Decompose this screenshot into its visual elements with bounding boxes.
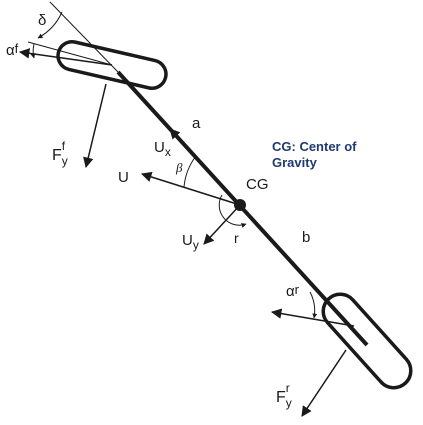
beta-arc: [183, 155, 197, 188]
rear-lateral-force-arrow: [301, 349, 347, 417]
rear-wheel: [321, 292, 413, 390]
dimension-b-label: b: [302, 229, 310, 246]
cg-annotation-line2: Gravity: [272, 155, 318, 170]
u-label: U: [118, 169, 129, 186]
fyr-label: Fyr: [276, 381, 292, 410]
delta-arc: [37, 11, 63, 39]
beta-label: β: [175, 160, 183, 175]
ux-arrow: [169, 128, 241, 206]
u-arrow: [140, 171, 241, 206]
uy-arrow: [203, 204, 241, 245]
rear-velocity-line: [270, 308, 355, 327]
alpha-r-label: αr: [286, 282, 300, 300]
cg-label: CG: [246, 176, 269, 193]
front-wheel-heading-line: [27, 41, 113, 66]
dimension-a-label: a: [192, 115, 201, 132]
front-lateral-force-arrow: [83, 83, 107, 169]
fyf-label: Fyf: [52, 139, 68, 168]
ux-label: Ux: [154, 139, 171, 159]
delta-label: δ: [38, 12, 46, 29]
alpha-r-arc: [309, 291, 318, 319]
cg-annotation-line1: CG: Center of: [272, 139, 357, 154]
front-wheel: [56, 40, 168, 90]
yaw-rate-arc: [218, 194, 247, 228]
yaw-rate-label: r: [234, 230, 239, 246]
alpha-f-arc: [30, 43, 36, 59]
alpha-f-label: αf: [6, 41, 19, 59]
uy-label: Uy: [182, 232, 199, 252]
